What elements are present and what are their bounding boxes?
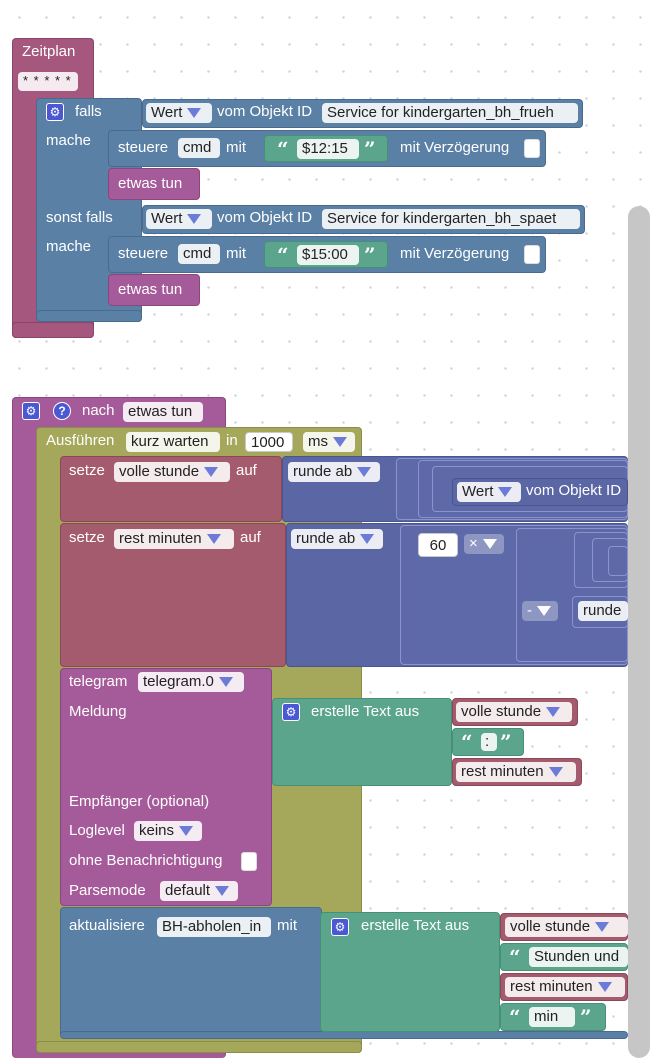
help-icon[interactable]: ? xyxy=(53,402,71,420)
elseif-label: sonst falls xyxy=(46,209,113,226)
message-label: Meldung xyxy=(69,703,127,720)
timeout-name-field[interactable]: etwas tun xyxy=(123,402,203,422)
from-object-label-2: vom Objekt ID xyxy=(217,209,313,226)
no-notify-checkbox[interactable] xyxy=(241,852,257,871)
do-something-block-2[interactable] xyxy=(108,274,200,306)
object-id-field-1[interactable]: Service for kindergarten_bh_frueh xyxy=(322,103,578,123)
vertical-scrollbar[interactable] xyxy=(628,206,650,1058)
parsemode-dropdown[interactable]: default xyxy=(160,881,238,901)
cron-field[interactable]: * * * * * xyxy=(18,72,78,91)
to-label-2: auf xyxy=(240,529,261,546)
delay-checkbox-2[interactable] xyxy=(524,245,540,264)
create-text-gear-icon-2[interactable]: ⚙ xyxy=(331,918,349,936)
create-text-label-1: erstelle Text aus xyxy=(311,703,420,720)
times-dropdown[interactable]: × xyxy=(464,534,504,554)
quote-close-icon-5: ” xyxy=(580,1005,592,1029)
rest-minutes-variable-dropdown[interactable]: rest minuten xyxy=(114,529,234,549)
timeout-gear-icon[interactable]: ⚙ xyxy=(22,402,40,420)
round-down-dropdown-1[interactable]: runde ab xyxy=(288,462,380,482)
full-hour-variable-dropdown[interactable]: volle stunde xyxy=(114,462,230,482)
execute-bottom-bar xyxy=(36,1041,362,1053)
control-label-2: steuere xyxy=(118,245,169,262)
loglevel-label: Loglevel xyxy=(69,822,125,839)
round-down-dropdown-2[interactable]: runde ab xyxy=(291,529,383,549)
create-text-label-2: erstelle Text aus xyxy=(361,917,470,934)
no-notify-label: ohne Benachrichtigung xyxy=(69,852,223,869)
do-something-label-1: etwas tun xyxy=(118,175,183,192)
min-text-field[interactable]: min xyxy=(529,1007,575,1027)
in-label: in xyxy=(226,432,238,449)
do-something-block-1[interactable] xyxy=(108,168,200,200)
hours-text-field[interactable]: Stunden und xyxy=(529,947,628,967)
execute-label: Ausführen xyxy=(46,432,115,449)
set-label-1: setze xyxy=(69,462,105,479)
update-label: aktualisiere xyxy=(69,917,145,934)
recipient-label: Empfänger (optional) xyxy=(69,793,210,810)
if-else-bottom xyxy=(36,310,142,322)
cmd-field-2[interactable]: cmd xyxy=(178,244,220,264)
create-text-block-2[interactable] xyxy=(320,912,500,1032)
quote-close-icon-3: ” xyxy=(500,730,512,754)
var-rest-minutes-dropdown-1[interactable]: rest minuten xyxy=(456,762,576,782)
number-60-field[interactable]: 60 xyxy=(418,533,458,557)
update-bottom xyxy=(60,1031,628,1039)
zeitplan-bottom-bar xyxy=(12,322,94,338)
text-value-1[interactable]: $12:15 xyxy=(297,139,359,159)
var-full-hour-dropdown-2[interactable]: volle stunde xyxy=(505,917,628,937)
create-text-block-1[interactable] xyxy=(272,698,452,786)
value-dropdown-2[interactable]: Wert xyxy=(146,209,212,229)
cmd-field-1[interactable]: cmd xyxy=(178,138,220,158)
round-label-field[interactable]: runde xyxy=(578,601,628,621)
var-full-hour-dropdown-1[interactable]: volle stunde xyxy=(456,702,572,722)
nested-block-2d xyxy=(608,546,628,576)
quote-close-icon-2: ” xyxy=(364,243,376,267)
quote-open-icon-5: “ xyxy=(509,1005,521,1029)
delay-label-2: mit Verzögerung xyxy=(400,245,510,262)
with-label-2: mit xyxy=(226,245,246,262)
text-value-2[interactable]: $15:00 xyxy=(297,245,359,265)
telegram-instance-dropdown[interactable]: telegram.0 xyxy=(138,672,244,692)
telegram-block[interactable] xyxy=(60,668,272,906)
after-label: nach xyxy=(82,402,115,419)
set-label-2: setze xyxy=(69,529,105,546)
delay-value-field[interactable]: 1000 xyxy=(245,432,293,452)
telegram-label: telegram xyxy=(69,673,128,690)
quote-open-icon-4: “ xyxy=(509,945,521,969)
short-wait-field[interactable]: kurz warten xyxy=(126,432,220,452)
update-with-label: mit xyxy=(277,917,297,934)
zeitplan-title: Zeitplan xyxy=(22,43,76,60)
quote-close-icon-1: ” xyxy=(364,137,376,161)
do2-label: mache xyxy=(46,238,92,255)
loglevel-dropdown[interactable]: keins xyxy=(134,821,202,841)
quote-open-icon-3: “ xyxy=(461,730,473,754)
quote-open-icon-2: “ xyxy=(277,243,289,267)
object-id-field-2[interactable]: Service for kindergarten_bh_spaet xyxy=(322,209,580,229)
colon-text-field[interactable]: : xyxy=(481,733,497,751)
value-dropdown-3[interactable]: Wert xyxy=(457,482,521,502)
update-target-field[interactable]: BH-abholen_in xyxy=(157,917,271,937)
delay-label-1: mit Verzögerung xyxy=(400,139,510,156)
from-object-label-3: vom Objekt ID xyxy=(526,482,622,499)
delay-checkbox-1[interactable] xyxy=(524,139,540,158)
minus-dropdown[interactable]: - xyxy=(522,601,558,621)
with-label-1: mit xyxy=(226,139,246,156)
create-text-gear-icon-1[interactable]: ⚙ xyxy=(282,703,300,721)
control-label-1: steuere xyxy=(118,139,169,156)
unit-dropdown[interactable]: ms xyxy=(303,432,355,452)
if-gear-icon[interactable]: ⚙ xyxy=(46,103,64,121)
var-rest-minutes-dropdown-2[interactable]: rest minuten xyxy=(505,977,625,997)
value-dropdown-1[interactable]: Wert xyxy=(146,103,212,123)
if-label: falls xyxy=(75,103,102,120)
do-something-label-2: etwas tun xyxy=(118,281,183,298)
do-label: mache xyxy=(46,132,92,149)
from-object-label-1: vom Objekt ID xyxy=(217,103,313,120)
to-label-1: auf xyxy=(236,462,257,479)
parsemode-label: Parsemode xyxy=(69,882,146,899)
quote-open-icon-1: “ xyxy=(277,137,289,161)
